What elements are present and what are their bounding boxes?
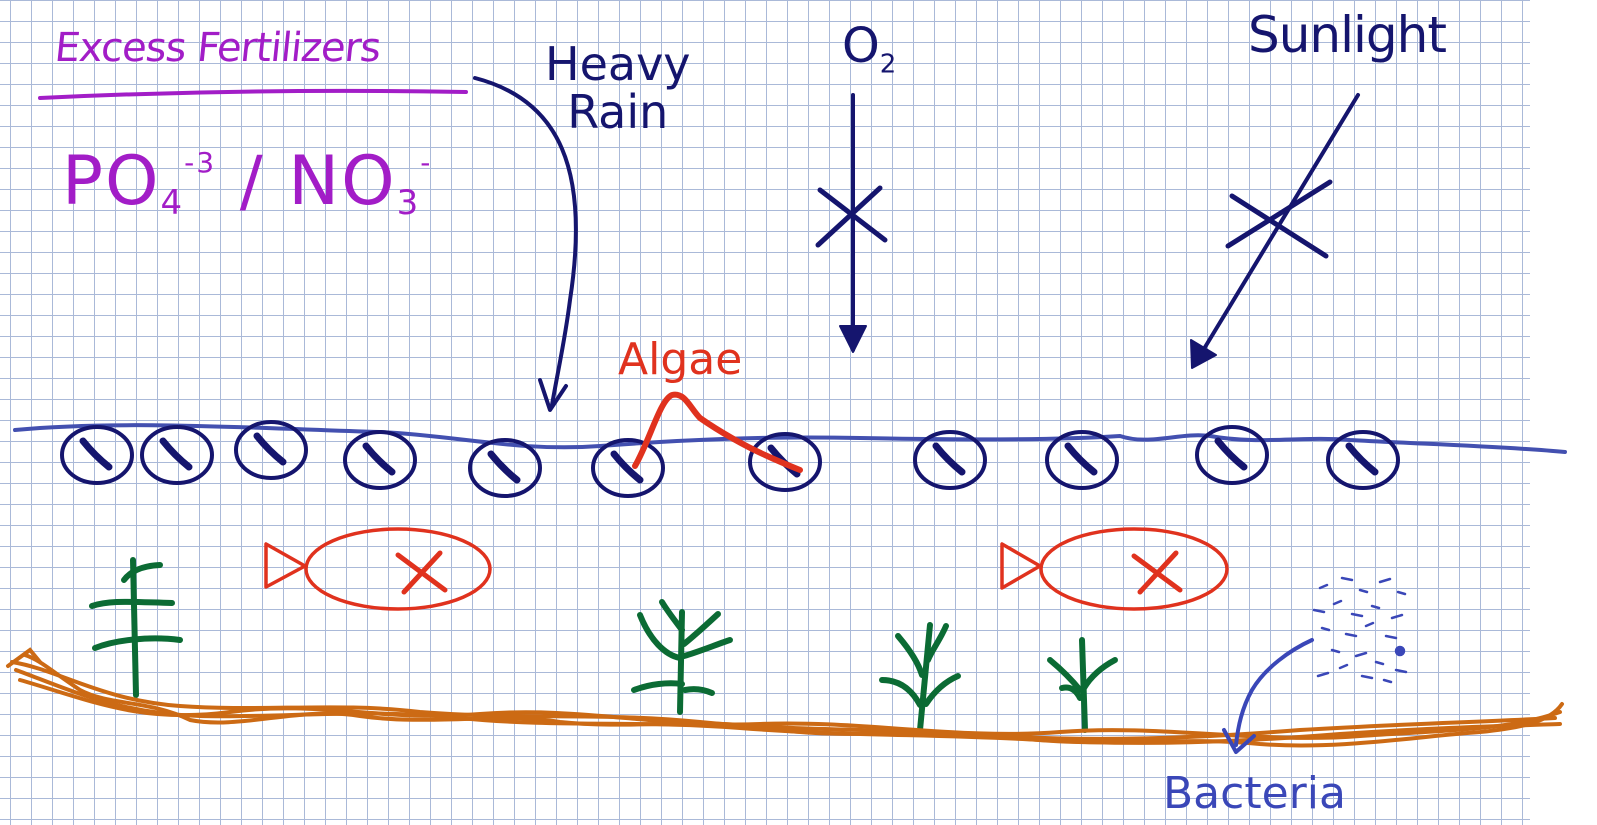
water-surface-line [13, 423, 1567, 454]
oxygen-label: O2 [842, 22, 896, 78]
oxygen-blocked-x-icon [815, 185, 888, 248]
phosphate-charge: -3 [184, 146, 217, 179]
nitrate-symbol: NO [288, 142, 397, 221]
plant-icon [631, 599, 733, 715]
algae-cell-icon [140, 425, 214, 485]
dead-fish-icon [264, 527, 492, 611]
formula-separator: / [216, 142, 289, 221]
algae-cell-icon [468, 438, 542, 498]
algae-cell-nucleus [610, 450, 644, 484]
algae-cell-icon [913, 430, 987, 490]
sunlight-blocked-x-icon [1225, 179, 1333, 259]
algae-cell-icon [343, 430, 417, 490]
phosphate-symbol: PO [62, 142, 161, 221]
bacteria-speck [1332, 599, 1343, 606]
oxygen-subscript: 2 [879, 49, 897, 80]
bacteria-speck [1396, 590, 1407, 596]
algae-cell-icon [60, 425, 134, 485]
phosphate-subscript: 4 [160, 183, 185, 223]
x-mark-icon [1131, 550, 1183, 595]
bacteria-speck [1338, 663, 1349, 670]
x-mark-icon [395, 550, 448, 595]
algae-label: Algae [618, 334, 743, 385]
bacteria-speck [1378, 577, 1392, 584]
algae-cell-nucleus [932, 442, 966, 476]
heavy-rain-label-line2: Rain [567, 85, 669, 140]
bacteria-speck [1354, 651, 1368, 658]
algae-cell-icon [1195, 425, 1269, 485]
algae-cells-group [60, 420, 1400, 498]
algae-cell-icon [748, 432, 822, 492]
oxygen-symbol: O [842, 18, 880, 74]
algae-pointer-line [632, 391, 803, 473]
dead-fish-icon [1000, 527, 1229, 611]
bacteria-speck [1320, 626, 1331, 632]
algae-cell-nucleus [79, 437, 113, 471]
algae-cell-nucleus [1214, 437, 1248, 471]
bacteria-arrowhead [1222, 728, 1256, 754]
algae-cell-nucleus [159, 437, 193, 471]
bacteria-speck [1374, 660, 1385, 666]
bacteria-speck [1344, 632, 1358, 638]
bacteria-speck [1390, 613, 1404, 620]
bacteria-speck [1350, 612, 1364, 618]
bacteria-speck [1370, 604, 1381, 610]
sunlight-arrow [1194, 93, 1360, 364]
algae-cell-icon [1045, 430, 1119, 490]
bacteria-speck [1312, 608, 1326, 614]
bacteria-speck [1364, 621, 1375, 628]
bacteria-label: Bacteria [1163, 768, 1346, 819]
algae-cell-nucleus [362, 442, 396, 476]
heavy-rain-arrowhead [538, 378, 568, 412]
algae-cell-nucleus [487, 450, 521, 484]
heavy-rain-arrow [473, 76, 578, 407]
bacteria-speck [1340, 576, 1354, 582]
plant-icon [1047, 637, 1118, 733]
algae-cell-icon [234, 420, 308, 480]
bacteria-speck [1360, 674, 1374, 680]
plant-icon [879, 622, 961, 733]
plant-icon [89, 557, 183, 698]
nitrate-subscript: 3 [396, 183, 421, 223]
bacteria-speck [1330, 648, 1341, 654]
bacteria-speck [1382, 678, 1393, 684]
bacteria-speck [1394, 645, 1406, 657]
bacteria-speck [1318, 583, 1329, 590]
algae-cell-nucleus [1064, 442, 1098, 476]
sunlight-label: Sunlight [1248, 6, 1447, 64]
sunlight-arrowhead [1190, 339, 1217, 369]
bacteria-cluster [1312, 576, 1408, 684]
algae-cell-icon [591, 438, 665, 498]
bacteria-speck [1358, 588, 1369, 594]
heavy-rain-label: Heavy Rain [545, 40, 691, 137]
excess-fertilizers-title: Excess Fertilizers [52, 25, 383, 71]
algae-cell-nucleus [253, 432, 287, 466]
bacteria-speck [1394, 668, 1408, 674]
algae-cell-icon [1326, 430, 1400, 490]
nutrient-formula: PO4-3 / NO3- [62, 146, 433, 223]
heavy-rain-label-line1: Heavy [545, 37, 691, 91]
title-underline [38, 88, 468, 100]
sediment-bottom [6, 647, 1564, 748]
algae-cell-nucleus [1345, 442, 1379, 476]
oxygen-arrowhead [839, 325, 867, 353]
bacteria-arrow [1234, 638, 1314, 747]
bacteria-speck [1384, 634, 1398, 640]
nitrate-charge: - [420, 146, 433, 179]
bacteria-speck [1316, 671, 1330, 678]
